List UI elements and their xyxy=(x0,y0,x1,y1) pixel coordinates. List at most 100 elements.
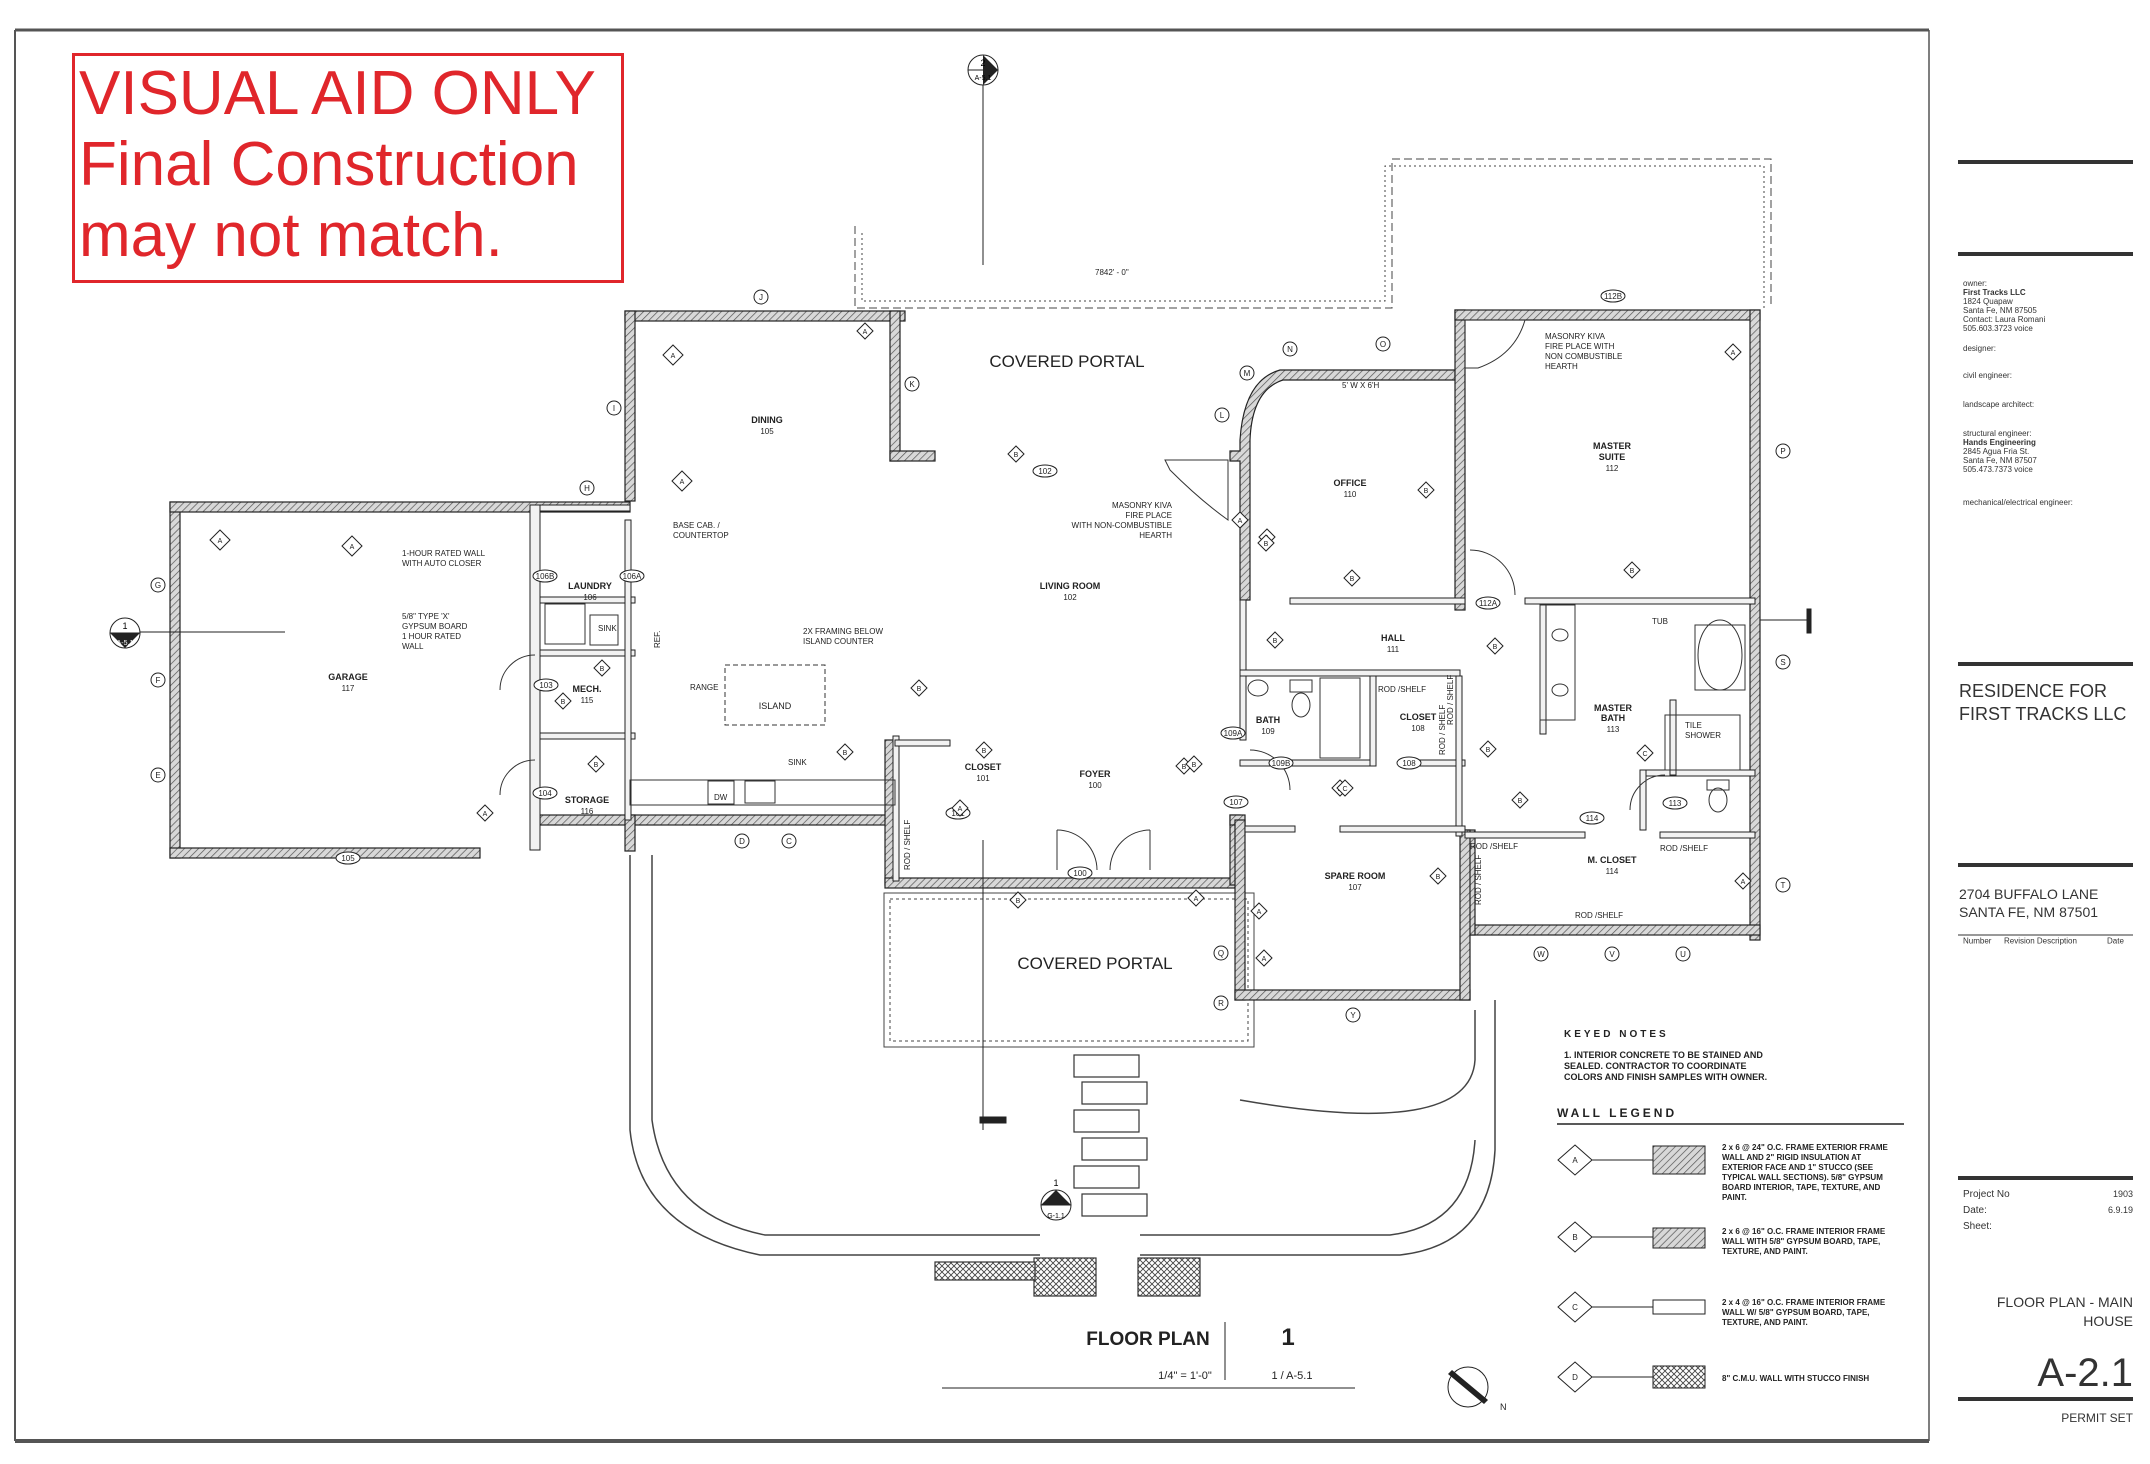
svg-text:8" C.M.U. WALL WITH STUCCO FIN: 8" C.M.U. WALL WITH STUCCO FINISH xyxy=(1722,1374,1869,1383)
sheet-border xyxy=(14,28,1930,1443)
owner-city: Santa Fe, NM 87505 xyxy=(1963,306,2037,315)
office-number: 110 xyxy=(1344,490,1357,499)
svg-text:105: 105 xyxy=(341,854,355,863)
door-tag-109a: 109A xyxy=(1220,726,1246,740)
hall-label: HALL xyxy=(1381,633,1405,643)
m-closet-label: M. CLOSET xyxy=(1588,855,1638,865)
kiva-living-4: HEARTH xyxy=(1139,531,1172,540)
door-tag-109b: 109B xyxy=(1268,756,1294,770)
svg-text:112B: 112B xyxy=(1604,292,1622,301)
wall-tag-a: A xyxy=(1724,343,1742,361)
master-suite-number: 112 xyxy=(1606,464,1619,473)
wall-tag-b: B xyxy=(1623,561,1641,579)
gypsum-note-1: 5/8" TYPE 'X' xyxy=(402,612,450,621)
kiva-living-2: FIRE PLACE xyxy=(1125,511,1172,520)
disclaimer-line-1: VISUAL AID ONLY xyxy=(79,59,596,128)
grid-bubble-e: E xyxy=(150,767,166,783)
master-suite-label-1: MASTER xyxy=(1593,441,1632,451)
door-tag-114: 114 xyxy=(1579,811,1605,825)
svg-text:A: A xyxy=(1731,350,1736,357)
svg-text:B: B xyxy=(1273,638,1278,645)
wall-tag-a: A xyxy=(1255,949,1273,967)
living-label: LIVING ROOM xyxy=(1040,581,1101,591)
wall-tag-b: B xyxy=(554,692,572,710)
svg-text:104: 104 xyxy=(538,789,552,798)
grid-bubble-g: G xyxy=(150,577,166,593)
structural-city: Santa Fe, NM 87507 xyxy=(1963,456,2037,465)
laundry-sink-label: SINK xyxy=(598,624,617,633)
svg-text:C: C xyxy=(1342,786,1347,793)
kiva-living-1: MASONRY KIVA xyxy=(1112,501,1173,510)
owner-contact: Contact: Laura Romani xyxy=(1963,315,2045,324)
date-value: 6.9.19 xyxy=(2108,1205,2133,1215)
svg-text:P: P xyxy=(1780,447,1785,456)
gypsum-note-4: WALL xyxy=(402,642,424,651)
section-bottom-ref: G-1.1 xyxy=(1047,1213,1065,1220)
svg-text:A: A xyxy=(1194,896,1199,903)
room-labels: COVERED PORTAL COVERED PORTAL DINING 105… xyxy=(328,352,1637,973)
svg-text:103: 103 xyxy=(539,681,553,690)
svg-text:2 x 4 @ 16" O.C. FRAME INTERIO: 2 x 4 @ 16" O.C. FRAME INTERIOR FRAME xyxy=(1722,1298,1886,1307)
rod-shelf-1: ROD /SHELF xyxy=(1378,685,1426,694)
wall-tag-a: A xyxy=(476,804,494,822)
structural-phone: 505.473.7373 voice xyxy=(1963,465,2033,474)
svg-text:PAINT.: PAINT. xyxy=(1722,1193,1747,1202)
wall-tag-b: B xyxy=(1486,637,1504,655)
kiva-north-4: HEARTH xyxy=(1545,362,1578,371)
project-name-1: RESIDENCE FOR xyxy=(1959,681,2107,701)
wall-legend: WALL LEGEND A 2 x 6 @ 24" O.C. FRAME EXT… xyxy=(1557,1106,1904,1393)
rated-wall-note-1: 1-HOUR RATED WALL xyxy=(402,549,486,558)
svg-text:102: 102 xyxy=(1038,467,1052,476)
grid-bubble-f: F xyxy=(150,672,166,688)
disclaimer-box: VISUAL AID ONLY Final Construction may n… xyxy=(72,53,624,283)
closet2-number: 108 xyxy=(1411,724,1425,733)
spare-room-label: SPARE ROOM xyxy=(1325,871,1386,881)
door-tag-102: 102 xyxy=(1032,464,1058,478)
plan-annotations: 7842' - 0" MASONRY KIVA FIRE PLACE WITH … xyxy=(402,268,1721,920)
disclaimer-line-3: may not match. xyxy=(79,201,503,270)
interior-walls xyxy=(529,504,1756,882)
wall-tag-b: B xyxy=(1511,791,1529,809)
grid-bubble-m: M xyxy=(1239,365,1255,381)
fixtures xyxy=(499,319,1746,1256)
laundry-number: 106 xyxy=(583,593,597,602)
grid-bubble-n: N xyxy=(1282,341,1298,357)
wall-tag-a: A xyxy=(341,535,363,557)
section-marker-bottom: 1 G-1.1 xyxy=(1040,1178,1072,1221)
svg-text:2 x 6 @ 24" O.C. FRAME EXTERIO: 2 x 6 @ 24" O.C. FRAME EXTERIOR FRAME xyxy=(1722,1143,1889,1152)
door-tag-108: 108 xyxy=(1396,756,1422,770)
structural-name: Hands Engineering xyxy=(1963,438,2036,447)
master-suite-label-2: SUITE xyxy=(1599,452,1626,462)
svg-text:M: M xyxy=(1244,369,1251,378)
laundry-label: LAUNDRY xyxy=(568,581,612,591)
plan-title-number: 1 xyxy=(1281,1324,1294,1351)
sheet-title-2: HOUSE xyxy=(2083,1313,2133,1329)
hall-number: 111 xyxy=(1387,645,1400,654)
wall-tag-a: A xyxy=(671,470,693,492)
svg-text:T: T xyxy=(1781,881,1786,890)
svg-text:C: C xyxy=(786,837,792,846)
grid-bubble-s: S xyxy=(1775,654,1791,670)
svg-text:113: 113 xyxy=(1669,799,1682,808)
bath-label: BATH xyxy=(1256,715,1280,725)
dining-label: DINING xyxy=(751,415,783,425)
legend-c: C 2 x 4 @ 16" O.C. FRAME INTERIOR FRAME … xyxy=(1557,1291,1886,1327)
svg-text:J: J xyxy=(759,293,763,302)
mech-label: MECH. xyxy=(573,684,602,694)
wall-tag-b: B xyxy=(1417,481,1435,499)
grid-bubble-p: P xyxy=(1775,443,1791,459)
svg-text:A: A xyxy=(680,479,685,486)
svg-text:A: A xyxy=(1572,1156,1578,1165)
section-bottom-number: 1 xyxy=(1053,1178,1058,1188)
plan-title-name: FLOOR PLAN xyxy=(1086,1329,1210,1350)
living-number: 102 xyxy=(1063,593,1077,602)
svg-text:B: B xyxy=(1264,541,1269,548)
wall-tag-a: A xyxy=(951,799,969,817)
svg-text:C: C xyxy=(1572,1303,1578,1312)
disclaimer-line-2: Final Construction xyxy=(79,130,579,199)
wall-tag-b: B xyxy=(593,659,611,677)
date-label: Date: xyxy=(1963,1205,1987,1216)
grid-bubble-w: W xyxy=(1533,946,1549,962)
svg-text:WALL AND 2" RIGID INSULATION A: WALL AND 2" RIGID INSULATION AT xyxy=(1722,1153,1861,1162)
wall-tag-a: A xyxy=(856,322,874,340)
